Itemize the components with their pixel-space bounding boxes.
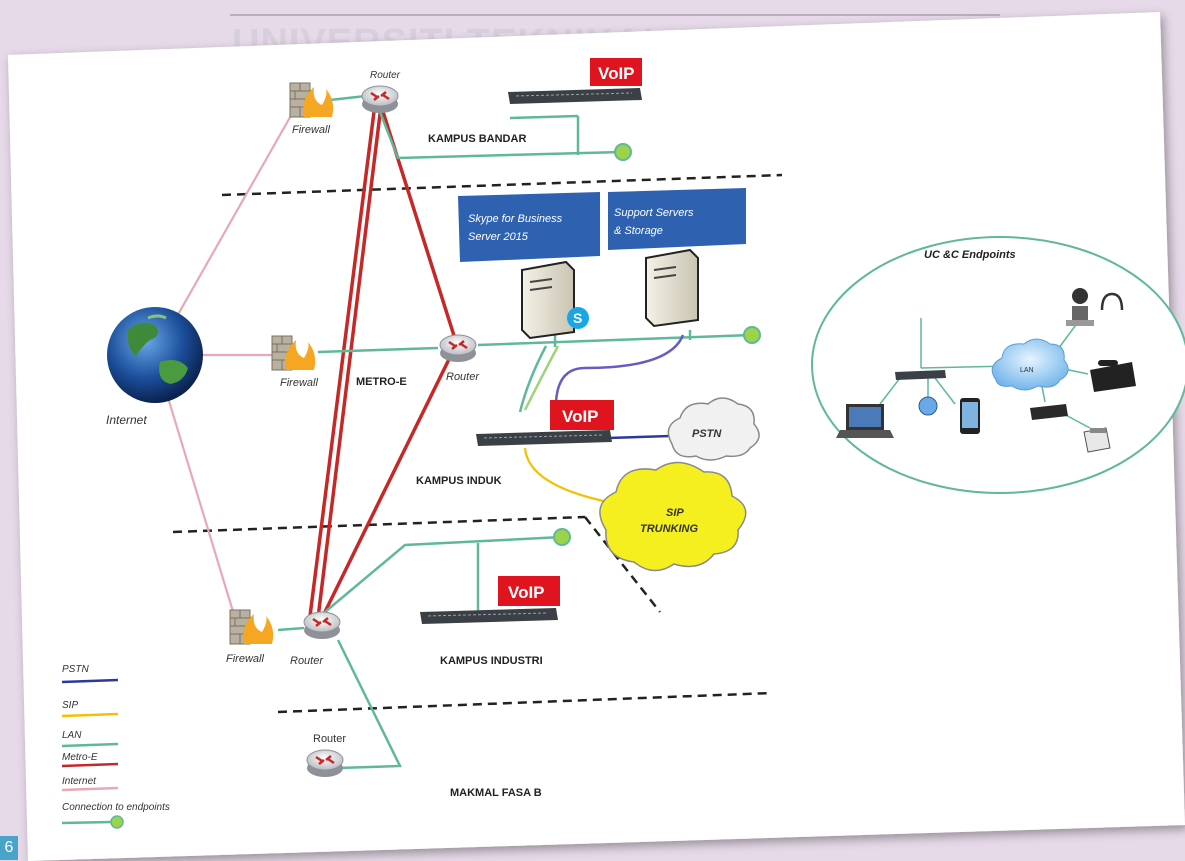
header-rule bbox=[230, 14, 1000, 16]
voip-badge: VoIP bbox=[562, 407, 599, 426]
voip-switch-induk: VoIP bbox=[476, 400, 614, 446]
internet-label: Internet bbox=[106, 413, 147, 427]
smartphone-icon bbox=[960, 398, 980, 434]
makmal-fasa-b-label: MAKMAL FASA B bbox=[450, 787, 542, 799]
legend-label-endpoints: Connection to endpoints bbox=[62, 802, 170, 813]
legend: PSTN SIP LAN Metro-E Internet Connection… bbox=[61, 664, 170, 829]
server-links bbox=[518, 334, 685, 413]
legend-swatch-lan bbox=[61, 742, 119, 748]
webcam-icon bbox=[1066, 288, 1094, 326]
legend-label-sip: SIP bbox=[62, 700, 78, 711]
headset-icon bbox=[1100, 292, 1124, 311]
firewall-label-industri: Firewall bbox=[226, 653, 264, 665]
support-server-tower-icon bbox=[645, 248, 699, 328]
ucc-switch-icon bbox=[895, 370, 946, 380]
support-line2: & Storage bbox=[614, 225, 663, 237]
skype-server-tower-icon: S bbox=[521, 260, 589, 340]
sip-trunking-cloud-icon: SIP TRUNKING bbox=[599, 461, 747, 572]
internet-globe-icon bbox=[107, 307, 203, 403]
ip-phone-icon bbox=[1083, 427, 1111, 453]
router-icon bbox=[303, 611, 341, 639]
legend-label-internet: Internet bbox=[62, 776, 97, 787]
firewall-icon bbox=[289, 82, 334, 118]
router-icon bbox=[439, 334, 477, 362]
router-icon bbox=[306, 749, 344, 777]
router-label-makmal: Router bbox=[313, 733, 346, 745]
svg-text:S: S bbox=[573, 310, 582, 326]
pstn-cloud-icon: PSTN bbox=[667, 397, 760, 461]
firewall-icon bbox=[229, 609, 274, 645]
voip-switch-industri: VoIP bbox=[420, 576, 560, 624]
laptop-icon bbox=[836, 404, 894, 438]
legend-swatch-sip bbox=[61, 712, 119, 718]
support-line1: Support Servers bbox=[614, 207, 694, 219]
lan-cloud-icon bbox=[991, 338, 1069, 391]
skype-line1: Skype for Business bbox=[468, 213, 563, 225]
legend-swatch-endpoints bbox=[61, 820, 113, 825]
legend-label-metro-e: Metro-E bbox=[62, 752, 98, 763]
router-label-induk: Router bbox=[446, 371, 480, 383]
firewall-label-induk: Firewall bbox=[280, 377, 318, 389]
firewall-label-bandar: Firewall bbox=[292, 124, 330, 136]
skype-server-box: Skype for Business Server 2015 bbox=[458, 192, 600, 262]
firewall-icon bbox=[271, 335, 316, 371]
voip-badge: VoIP bbox=[598, 64, 635, 83]
lan-cloud-label: LAN bbox=[1020, 367, 1034, 374]
sip-links bbox=[523, 447, 609, 504]
lan-links bbox=[277, 94, 753, 770]
endpoint-dot bbox=[743, 326, 761, 344]
trunking-label: TRUNKING bbox=[640, 523, 698, 535]
video-box-icon bbox=[1030, 404, 1068, 420]
legend-swatch-pstn bbox=[61, 678, 119, 684]
router-label-bandar: Router bbox=[370, 70, 401, 81]
kampus-industri-label: KAMPUS INDUSTRI bbox=[440, 655, 543, 667]
legend-label-pstn: PSTN bbox=[62, 664, 89, 675]
support-servers-box: Support Servers & Storage bbox=[608, 188, 746, 250]
endpoint-dot bbox=[553, 528, 571, 546]
kampus-bandar-label: KAMPUS BANDAR bbox=[428, 133, 526, 145]
pstn-label: PSTN bbox=[692, 428, 722, 440]
endpoint-dot bbox=[614, 143, 632, 161]
endpoint-dots bbox=[553, 143, 927, 546]
voip-switch-bandar: VoIP bbox=[508, 58, 642, 104]
pstn-link bbox=[607, 434, 671, 440]
voip-badge: VoIP bbox=[508, 583, 545, 602]
desk-phone-icon bbox=[1090, 360, 1136, 392]
router-label-industri: Router bbox=[290, 655, 324, 667]
campus-separators bbox=[172, 173, 783, 714]
metro-e-label: METRO-E bbox=[356, 376, 407, 388]
ucc-endpoints-title: UC &C Endpoints bbox=[924, 249, 1016, 261]
legend-endpoint-dot bbox=[110, 815, 124, 829]
sip-label: SIP bbox=[666, 507, 684, 519]
legend-label-lan: LAN bbox=[62, 730, 82, 741]
slide-number: 6 bbox=[0, 836, 18, 860]
ucc-endpoints-group: UC &C Endpoints LAN bbox=[811, 236, 1185, 494]
legend-swatch-internet bbox=[61, 786, 119, 792]
skype-line2: Server 2015 bbox=[468, 231, 529, 243]
wireless-hub-icon bbox=[918, 396, 938, 416]
legend-swatch-metro-e bbox=[61, 762, 119, 768]
kampus-induk-label: KAMPUS INDUK bbox=[416, 475, 502, 487]
metro-e-links bbox=[308, 95, 458, 619]
router-icon bbox=[361, 85, 399, 113]
